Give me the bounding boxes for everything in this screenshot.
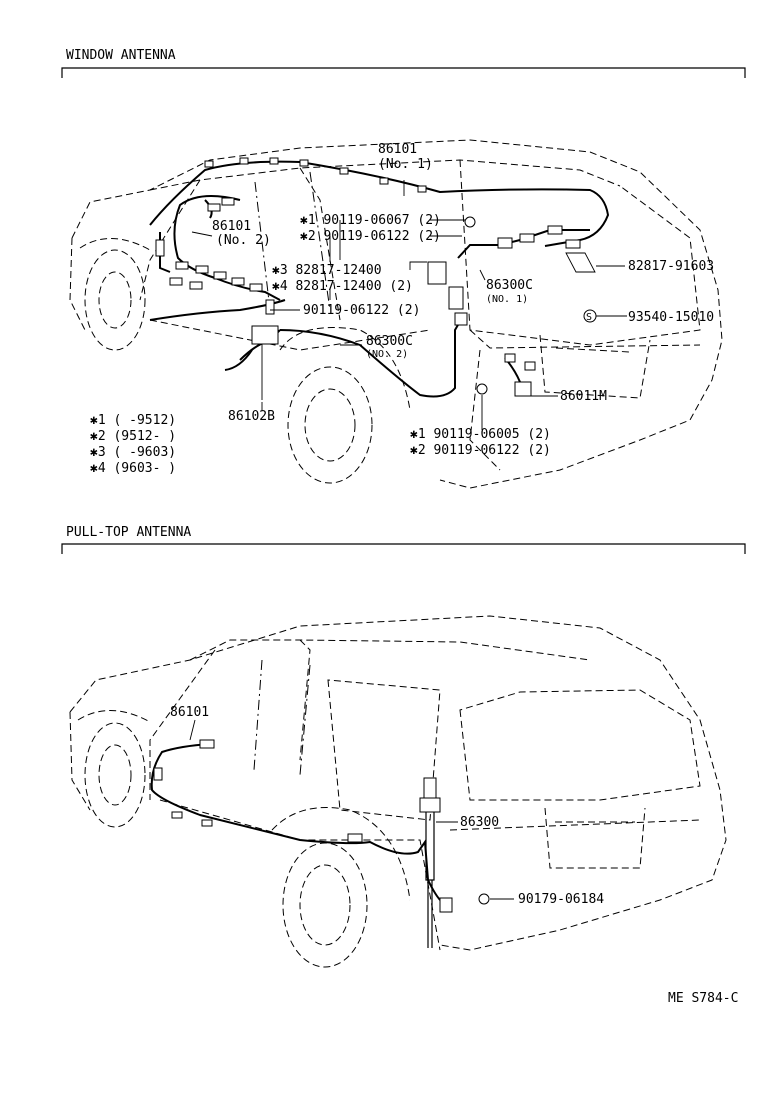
callout-82817-91603: 82817-91603 <box>628 259 714 274</box>
car-body-outline-top <box>69 139 723 489</box>
callout-s1-90119-06067: ✱1 90119-06067 (2) <box>300 213 441 228</box>
callout-86300c-no1: 86300C <box>486 278 533 293</box>
callout-s2-90119-06122-bottom: ✱2 90119-06122 (2) <box>410 443 551 458</box>
callout-s2-90119-06122: ✱2 90119-06122 (2) <box>300 229 441 244</box>
amplifier-86102b <box>251 299 279 400</box>
roof-clips <box>204 157 427 193</box>
harness-86101-pulltop <box>150 743 449 906</box>
side-connectors <box>155 197 263 292</box>
callout-93540-symbol: S <box>586 312 592 323</box>
callout-86101-no2: 86101 <box>212 219 251 234</box>
window-antenna-title: WINDOW ANTENNA <box>66 48 176 63</box>
callout-86300: 86300 <box>460 815 499 830</box>
rear-window-parts <box>427 216 597 397</box>
callout-86300c-no2: 86300C <box>366 334 413 349</box>
leader-lines-top <box>191 180 627 430</box>
pulltop-antenna-title: PULL-TOP ANTENNA <box>66 525 191 540</box>
pulltop-connectors <box>153 739 363 843</box>
callout-s1-90119-06005: ✱1 90119-06005 (2) <box>410 427 551 442</box>
callout-86101-no2-sub: (No. 2) <box>216 233 271 248</box>
callout-s4-82817-12400: ✱4 82817-12400 (2) <box>272 279 413 294</box>
footer-diagram-code: ME S784-C <box>668 991 738 1006</box>
callout-86101-no1: 86101 <box>378 142 417 157</box>
callout-86011m: 86011M <box>560 389 607 404</box>
window-section-bracket <box>61 67 746 78</box>
callout-86101-pulltop: 86101 <box>170 705 209 720</box>
callout-86300c-no1-sub: (NO. 1) <box>486 294 528 305</box>
window-antenna-section: WINDOW ANTENNA <box>61 48 746 489</box>
leader-lines-bottom <box>189 719 514 900</box>
legend-item-1: ✱1 ( -9512) <box>90 413 176 428</box>
antenna-86300 <box>419 777 490 948</box>
pulltop-section-bracket <box>61 543 746 554</box>
pulltop-antenna-section: PULL-TOP ANTENNA <box>61 525 746 968</box>
legend-item-3: ✱3 ( -9603) <box>90 445 176 460</box>
callout-s3-82817-12400: ✱3 82817-12400 <box>272 263 382 278</box>
legend-item-4: ✱4 (9603- ) <box>90 461 176 476</box>
callout-93540-15010: 93540-15010 <box>628 310 714 325</box>
car-body-outline-bottom <box>69 615 727 968</box>
callout-90119-06122: 90119-06122 (2) <box>303 303 420 318</box>
legend-item-2: ✱2 (9512- ) <box>90 429 176 444</box>
callout-90179-06184: 90179-06184 <box>518 892 604 907</box>
callout-86300c-no2-sub: (NO. 2) <box>366 349 408 360</box>
harness-to-86300c-no2 <box>279 317 463 398</box>
date-legend: ✱1 ( -9512) ✱2 (9512- ) ✱3 ( -9603) ✱4 (… <box>90 413 176 476</box>
harness-86101-no1 <box>149 160 610 247</box>
callout-86102b: 86102B <box>228 409 275 424</box>
callout-86101-no1-sub: (No. 1) <box>378 157 433 172</box>
